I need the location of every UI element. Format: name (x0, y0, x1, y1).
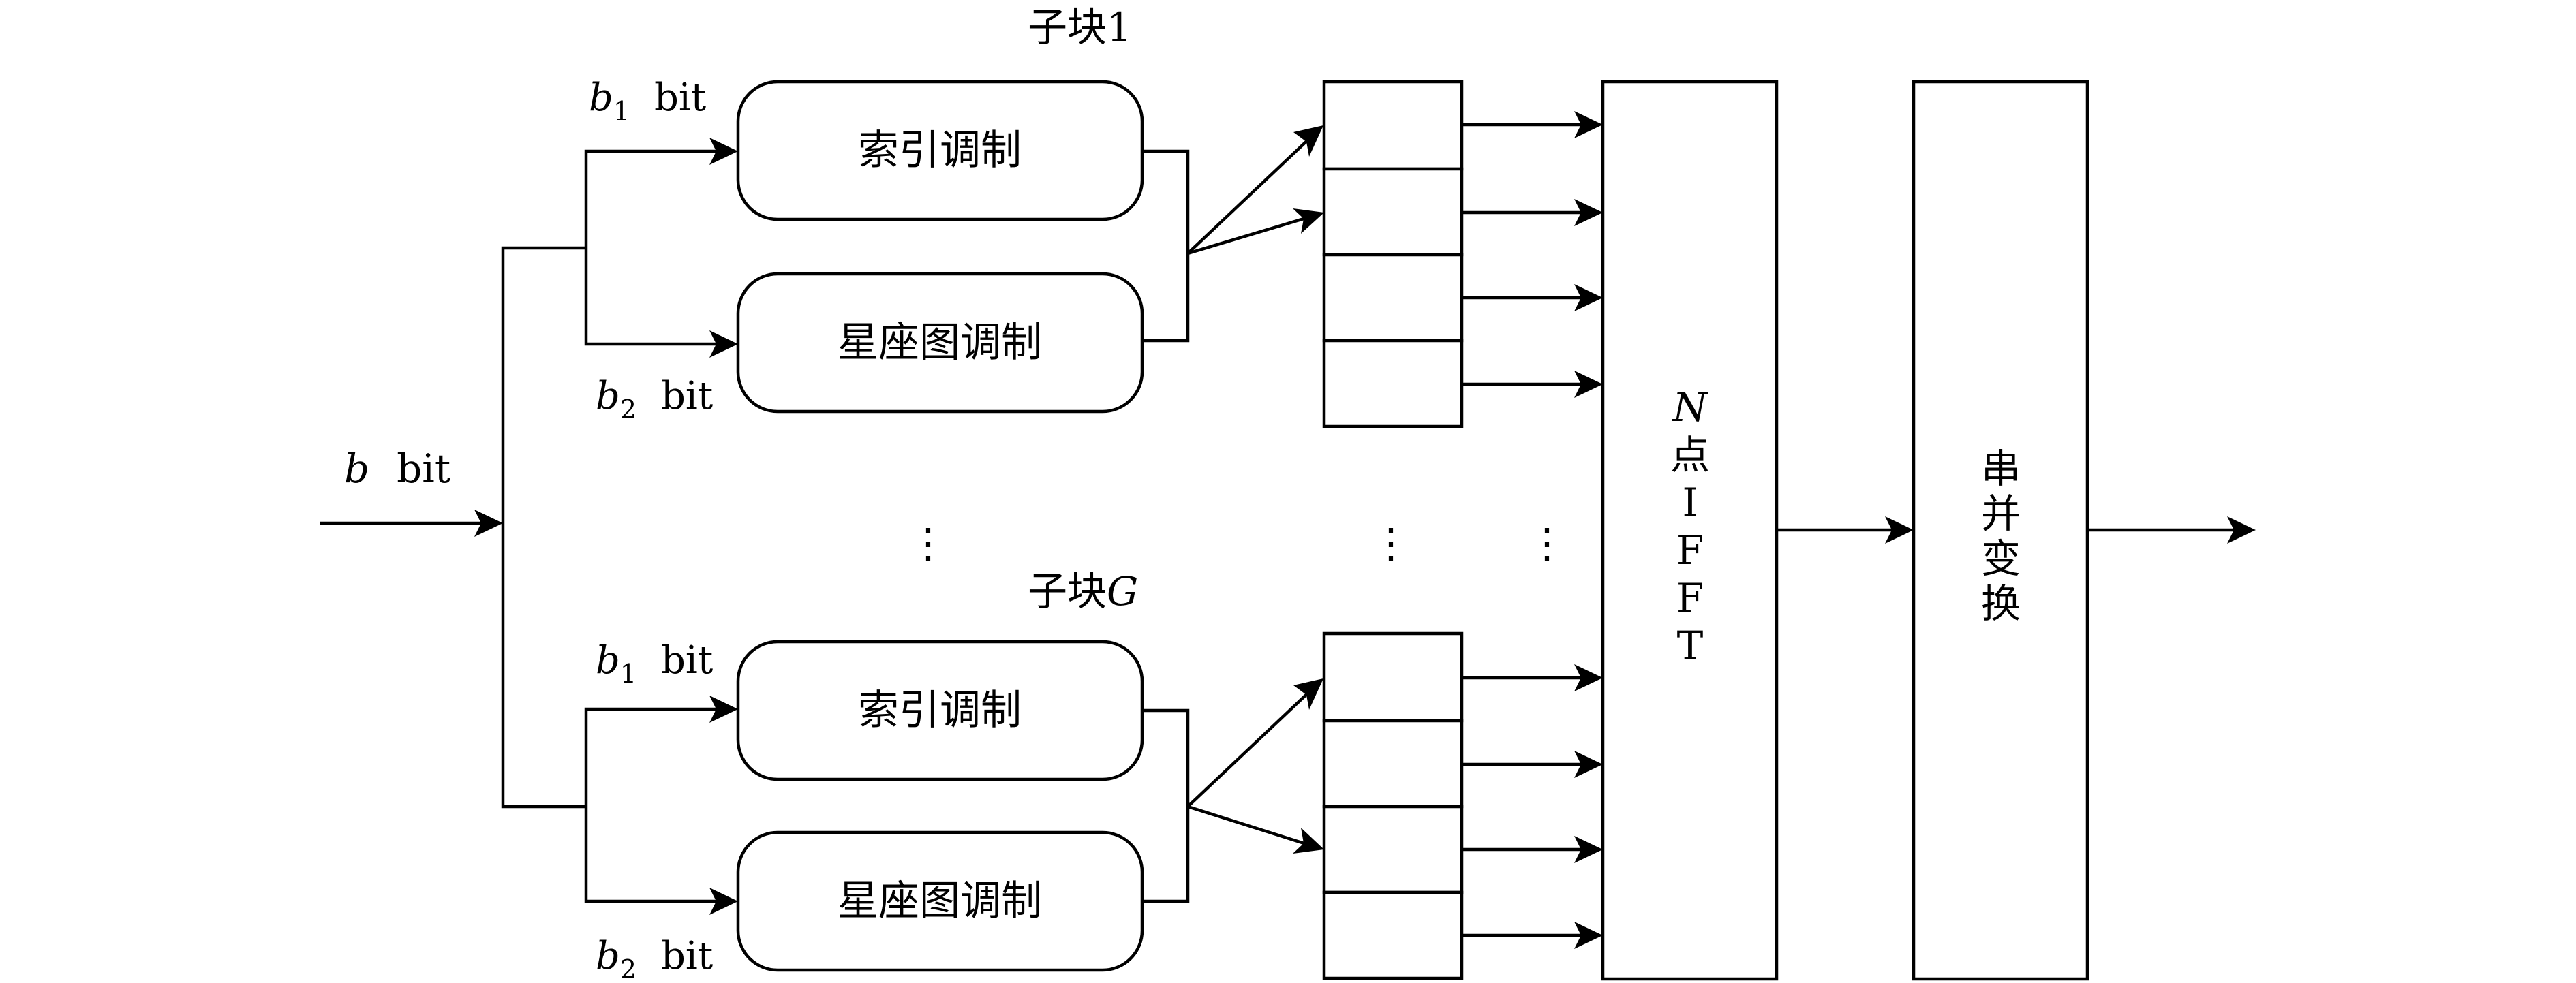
ifft-char-4: F (1676, 575, 1704, 621)
bottom-cell-1 (1322, 631, 1464, 723)
bottom-branch2-arrowhead (709, 888, 738, 915)
ellipsis-subcarriers: ⋮ (1370, 520, 1411, 567)
bottom-branch-split-line (584, 707, 722, 903)
ifft-char-5: T (1677, 623, 1704, 669)
ifft-to-sp-arrowhead (1885, 516, 1914, 544)
top-cell-1 (1322, 80, 1464, 171)
top-fan-arrowhead-1 (1293, 125, 1323, 157)
top-subcarrier-arrows (1462, 111, 1603, 398)
sp-char-3: 变 (1981, 535, 2021, 582)
bottom-cell-3 (1322, 805, 1464, 894)
top-cell-2 (1322, 167, 1464, 257)
bottom-fan-arrow-1 (1186, 688, 1313, 808)
ifft-n-label: N (1672, 384, 1709, 431)
ellipsis-modulators: ⋮ (908, 520, 949, 567)
ifft-char-3: F (1676, 527, 1704, 574)
top-branch1-arrowhead (709, 138, 738, 165)
output-arrowhead (2227, 516, 2256, 544)
sp-char-4: 换 (1981, 580, 2021, 627)
top-constellation-mod-box (736, 272, 1144, 414)
bottom-cell-2 (1322, 719, 1464, 809)
top-fan-arrowhead-2 (1293, 208, 1324, 234)
bottom-fan-arrowhead-2 (1293, 828, 1324, 854)
sp-char-2: 并 (1981, 490, 2021, 537)
bottom-fan-arrowhead-1 (1293, 678, 1323, 710)
bottom-constellation-mod-label: 星座图调制 (838, 877, 1042, 925)
top-subblock-title: 子块1 (1028, 4, 1132, 50)
top-branch-split-line (584, 149, 722, 346)
bottom-index-mod-label: 索引调制 (858, 687, 1022, 734)
top-branch2-arrowhead (709, 330, 738, 358)
top-fan-arrow-2 (1187, 215, 1309, 255)
bottom-subblock-title: 子块G (1028, 568, 1138, 614)
ifft-char-1: 点 (1670, 432, 1710, 478)
bottom-subblock-title-index: G (1107, 568, 1138, 614)
ellipsis-arrows: ⋮ (1527, 520, 1567, 567)
bottom-fan-arrow-2 (1187, 805, 1309, 847)
top-fan-arrow-1 (1186, 135, 1313, 255)
top-index-mod-label: 索引调制 (858, 127, 1022, 174)
bottom-subblock-title-text: 子块 (1028, 568, 1107, 614)
top-subblock-title-text: 子块 (1028, 4, 1107, 50)
main-split-line (501, 246, 586, 809)
input-var: b (344, 446, 369, 492)
serial-parallel-box (1912, 80, 2089, 981)
top-cell-3 (1322, 253, 1464, 343)
bottom-merge-line (1142, 708, 1190, 903)
bottom-branch1-arrowhead (709, 696, 738, 723)
top-cell-4 (1322, 339, 1464, 428)
bottom-subcarrier-arrows (1462, 664, 1603, 949)
bottom-subcarrier-column (1322, 631, 1464, 980)
ifft-char-2: I (1683, 480, 1698, 526)
sp-char-1: 串 (1981, 446, 2021, 492)
bottom-cell-4 (1322, 890, 1464, 980)
top-merge-line (1142, 149, 1190, 343)
input-arrowhead (474, 510, 503, 537)
top-subcarrier-column (1322, 80, 1464, 428)
input-unit: bit (397, 446, 450, 492)
top-subblock-title-index: 1 (1107, 4, 1132, 50)
top-constellation-mod-label: 星座图调制 (838, 319, 1042, 366)
